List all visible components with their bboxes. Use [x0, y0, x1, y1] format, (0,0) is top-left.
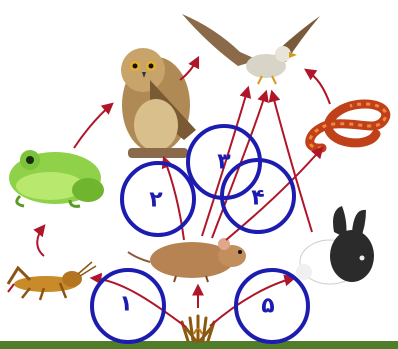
- arrow-rabbit-to-hawk: [268, 89, 313, 233]
- rabbit-icon: [296, 206, 374, 285]
- arrow-mouse-to-hawk-2: [211, 89, 269, 239]
- mouse-icon: [127, 238, 246, 283]
- circle-label-4: ۴: [251, 186, 264, 211]
- hawk-icon: [182, 14, 320, 85]
- arrow-grass-to-grasshopper: [89, 272, 187, 328]
- grass-icon: [180, 314, 216, 343]
- arrow-snake-to-hawk: [304, 68, 331, 105]
- circle-label-3: ۳: [217, 150, 231, 175]
- circle-label-1: ۱: [119, 292, 132, 317]
- arrow-mouse-to-hawk-1: [201, 85, 252, 237]
- circle-2: [120, 161, 196, 237]
- arrow-mouse-to-snake: [225, 146, 324, 241]
- arrow-grass-to-rabbit: [209, 274, 297, 327]
- circle-1: [90, 268, 166, 344]
- owl-icon: [121, 48, 196, 158]
- circle-5: [234, 268, 310, 344]
- arrow-frog-to-owl: [73, 102, 114, 149]
- circle-label-2: ۲: [149, 188, 163, 213]
- circle-4: [220, 158, 296, 234]
- grasshopper-icon: [6, 261, 97, 301]
- arrow-owl-to-hawk: [179, 55, 200, 81]
- circle-label-5: ۵: [261, 294, 274, 319]
- ground-strip: [0, 341, 398, 349]
- frog-icon: [9, 150, 104, 208]
- snake-icon: [305, 99, 391, 153]
- arrow-grasshopper-to-frog: [33, 224, 46, 257]
- numbered-circles: [90, 124, 310, 344]
- energy-flow-arrows: [33, 55, 331, 328]
